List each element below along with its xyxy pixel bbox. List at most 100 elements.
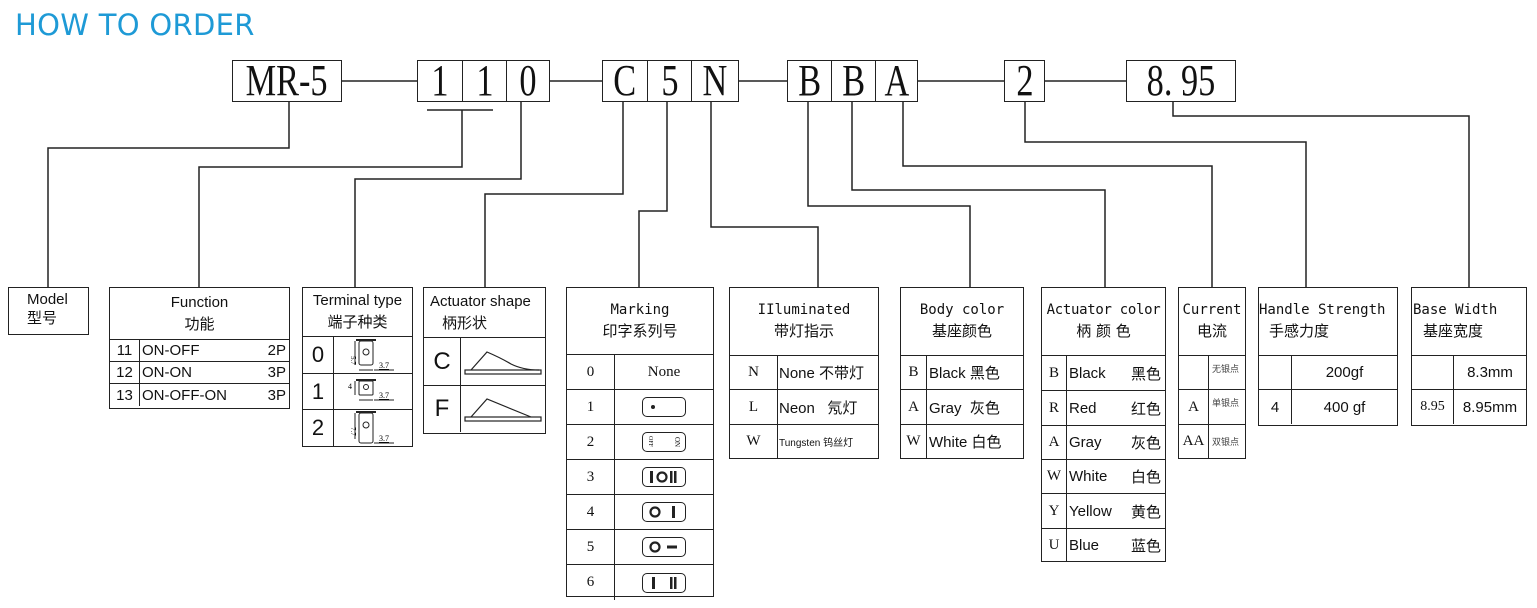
handle-strength-label: 400 gf <box>1323 398 1366 416</box>
curved-actuator-icon <box>461 338 545 385</box>
model-title-en: Model <box>27 291 68 308</box>
terminal-diagram-icon: 5.7 3.7 <box>334 337 412 373</box>
terminal-title-cn: 端子种类 <box>327 314 388 331</box>
code-current: A <box>884 56 909 105</box>
base-width-title-cn: 基座宽度 <box>1423 322 1484 340</box>
marking-row: 1 <box>567 390 713 425</box>
model-table: Model 型号 <box>8 287 89 335</box>
illuminated-title-cn: 带灯指示 <box>773 322 834 340</box>
o-dash-marking-icon <box>642 537 686 557</box>
marking-code: 5 <box>567 530 615 564</box>
terminal-code: 0 <box>303 337 334 373</box>
code-actuator-shape: C <box>613 56 637 105</box>
base-width-title-en: Base Width <box>1413 302 1498 318</box>
body-color-label: Gray 灰色 <box>929 399 1000 417</box>
terminal-row: 1 4 3.7 <box>303 374 412 410</box>
handle-strength-code: 4 <box>1259 390 1292 424</box>
actuator-color-row: A Gray 灰色 <box>1042 426 1165 460</box>
function-poles: 3P <box>267 364 286 381</box>
current-row: A 单银点 <box>1179 390 1245 425</box>
actuator-shape-header: Actuator shape 柄形状 <box>424 288 545 338</box>
body-color-row: B Black 黑色 <box>901 356 1023 390</box>
i-ii-marking-icon <box>642 572 686 593</box>
actuator-color-label: Blue <box>1069 536 1100 554</box>
actuator-color-label: Yellow <box>1069 502 1112 520</box>
function-label: ON-OFF-ON <box>142 386 227 404</box>
page-title: HOW TO ORDER <box>15 8 255 42</box>
actuator-color-code: R <box>1042 391 1067 425</box>
body-color-header: Body color 基座颜色 <box>901 288 1023 356</box>
code-marking: 5 <box>660 56 679 105</box>
marking-label: None <box>647 363 681 380</box>
actuator-shape-title-en: Actuator shape <box>430 292 531 310</box>
actuator-color-code: W <box>1042 460 1067 493</box>
current-title-en: Current <box>1182 302 1242 318</box>
actuator-color-title-en: Actuator color <box>1046 302 1161 318</box>
terminal-header: Terminal type 端子种类 <box>303 288 412 337</box>
i-o-ii-marking-icon <box>642 467 686 487</box>
illuminated-label: Tungsten 钨丝灯 <box>779 438 854 449</box>
function-title-en: Function <box>170 293 229 311</box>
marking-row: 3 <box>567 460 713 495</box>
handle-strength-header: Handle Strength 手感力度 <box>1259 288 1397 356</box>
actuator-color-label: Red <box>1069 399 1097 417</box>
illuminated-row: L Neon 氖灯 <box>730 390 878 425</box>
o-i-marking-icon <box>642 502 686 522</box>
current-row: AA 双银点 <box>1179 425 1245 458</box>
function-poles: 2P <box>267 342 286 359</box>
actuator-color-code: U <box>1042 529 1067 561</box>
actuator-color-cn: 灰色 <box>1130 435 1161 452</box>
actuator-color-label: Gray <box>1069 434 1102 451</box>
marking-code: 4 <box>567 495 615 529</box>
terminal-code: 1 <box>303 374 334 409</box>
actuator-shape-row: F <box>424 386 545 432</box>
body-color-title-en: Body color <box>919 302 1005 318</box>
actuator-color-label: Black <box>1069 364 1106 382</box>
base-width-header: Base Width 基座宽度 <box>1412 288 1526 356</box>
illuminated-table: IIluminated 带灯指示 N None 不带灯 L Neon 氖灯 W … <box>729 287 879 459</box>
function-header: Function 功能 <box>110 288 289 340</box>
handle-strength-table: Handle Strength 手感力度 200gf 4 400 gf <box>1258 287 1398 426</box>
current-code: AA <box>1179 425 1209 458</box>
handle-strength-row: 4 400 gf <box>1259 390 1397 424</box>
marking-title-cn: 印字系列号 <box>602 321 678 340</box>
actuator-color-label: White <box>1069 468 1108 485</box>
code-function-terminal: 1 1 0 <box>417 56 550 105</box>
base-width-row: 8.95 8.95mm <box>1412 390 1526 424</box>
handle-strength-code <box>1259 356 1292 389</box>
code-handle-strength-value: 2 <box>1015 56 1034 105</box>
current-label: 单银点 <box>1212 398 1240 408</box>
off-text: OFF <box>647 436 653 448</box>
marking-code: 6 <box>567 565 615 600</box>
code-function-digit-2: 1 <box>475 56 494 105</box>
code-actuator-color: B <box>842 56 865 105</box>
model-title-cn: 型号 <box>27 310 58 327</box>
dot-marking-icon <box>642 397 686 417</box>
body-color-code: A <box>901 390 927 424</box>
actuator-color-code: Y <box>1042 494 1067 528</box>
actuator-color-header: Actuator color 柄 颜 色 <box>1042 288 1165 356</box>
terminal-row: 0 5.7 3.7 <box>303 337 412 374</box>
illuminated-title-en: IIluminated <box>757 302 851 318</box>
illuminated-label: None 不带灯 <box>779 365 865 382</box>
function-code: 11 <box>110 340 140 361</box>
terminal-code: 2 <box>303 410 334 446</box>
terminal-width-label: 3.7 <box>379 391 389 400</box>
actuator-color-title-cn: 柄 颜 色 <box>1076 322 1131 340</box>
handle-strength-label: 200gf <box>1325 364 1364 381</box>
code-shape-marking-illum: C 5 N <box>602 56 739 105</box>
actuator-shape-table: Actuator shape 柄形状 C F <box>423 287 546 434</box>
illuminated-code: W <box>730 425 778 458</box>
current-header: Current 电流 <box>1179 288 1245 356</box>
illuminated-row: W Tungsten 钨丝灯 <box>730 425 878 458</box>
illuminated-label: Neon 氖灯 <box>779 399 858 417</box>
base-width-table: Base Width 基座宽度 8.3mm 8.95 8.95mm <box>1411 287 1527 426</box>
actuator-color-code: A <box>1042 426 1067 459</box>
